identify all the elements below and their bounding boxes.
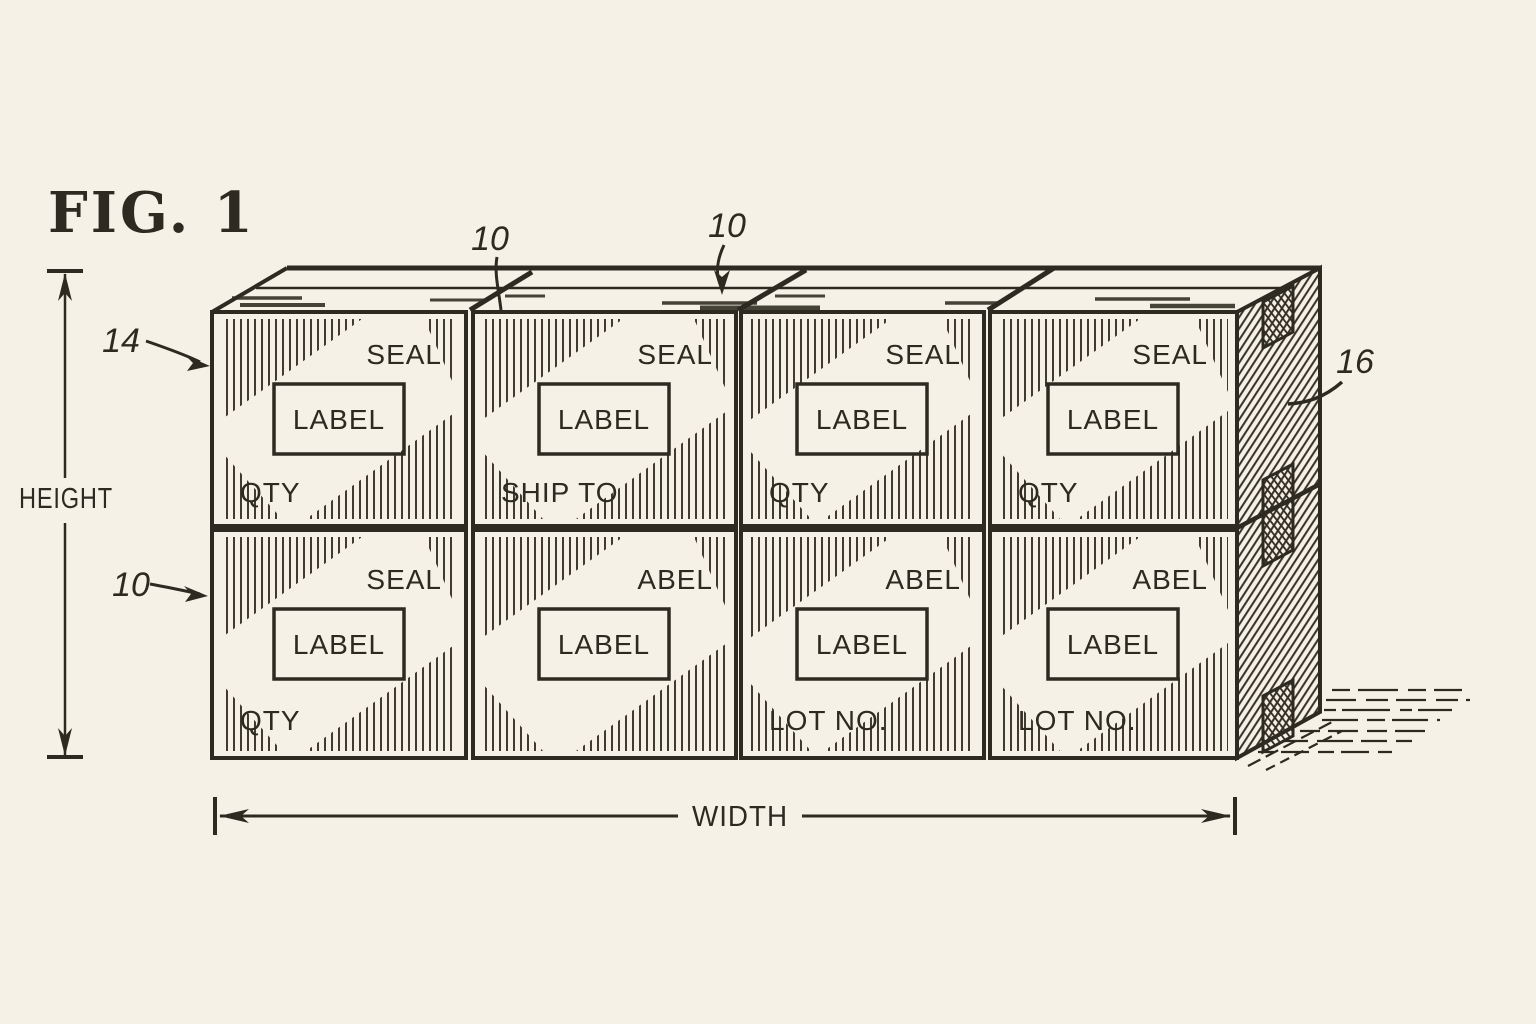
ref-number: 16 bbox=[1336, 343, 1374, 381]
stack-side-face bbox=[1235, 264, 1322, 762]
box-top-text: SEAL bbox=[1132, 339, 1208, 370]
label-box bbox=[795, 382, 929, 456]
corner-hatch bbox=[482, 537, 727, 751]
box-top-text: SEAL bbox=[637, 339, 713, 370]
ref-10-top-mid: 10 bbox=[708, 207, 746, 295]
box-top-text: ABEL bbox=[1132, 564, 1208, 595]
box-center-text: LABEL bbox=[558, 629, 650, 660]
stack-top-face bbox=[210, 265, 1320, 314]
box-grid: SEAL LABEL QTY SEAL LABEL SHIP TO bbox=[210, 310, 1239, 760]
corner-hatch bbox=[750, 319, 975, 519]
box-center-text: LABEL bbox=[1067, 629, 1159, 660]
box-r2c1: SEAL LABEL QTY bbox=[210, 528, 468, 760]
corner-hatch bbox=[750, 537, 975, 751]
figure-title: FIG. 1 bbox=[48, 180, 256, 246]
label-box bbox=[795, 607, 929, 681]
label-box bbox=[1046, 607, 1180, 681]
corner-hatch bbox=[221, 319, 457, 519]
box-r2c3: ABEL LABEL LOT NO. bbox=[739, 528, 986, 760]
box-center-text: LABEL bbox=[293, 629, 385, 660]
arrowhead-down-icon bbox=[58, 728, 72, 756]
box-top-text: ABEL bbox=[637, 564, 713, 595]
arrowhead-right-icon bbox=[185, 355, 210, 371]
reference-leaders: 10 10 14 10 16 bbox=[102, 207, 1374, 604]
label-box bbox=[537, 607, 671, 681]
box-center-text: LABEL bbox=[816, 629, 908, 660]
top-face-shading bbox=[232, 294, 1235, 311]
box-top-text: ABEL bbox=[885, 564, 961, 595]
box-top-text: SEAL bbox=[885, 339, 961, 370]
label-box bbox=[272, 382, 406, 456]
box-bottom-text: QTY bbox=[1018, 477, 1079, 508]
side-tape-patches bbox=[1261, 283, 1295, 755]
box-r1c3: SEAL LABEL QTY bbox=[739, 310, 986, 528]
box-top-text: SEAL bbox=[366, 339, 442, 370]
ref-16-side: 16 bbox=[1287, 343, 1374, 406]
height-label: HEIGHT bbox=[19, 483, 113, 515]
box-center-text: LABEL bbox=[293, 404, 385, 435]
box-r2c4: ABEL LABEL LOT NO. bbox=[988, 528, 1239, 760]
box-center-text: LABEL bbox=[1067, 404, 1159, 435]
ground-shadow bbox=[1247, 688, 1470, 771]
arrowhead-right-icon bbox=[1201, 809, 1231, 823]
box-center-text: LABEL bbox=[558, 404, 650, 435]
ref-14-corner: 14 bbox=[102, 322, 210, 371]
box-center-text: LABEL bbox=[816, 404, 908, 435]
width-label: WIDTH bbox=[692, 801, 788, 833]
width-dimension: WIDTH bbox=[213, 797, 1237, 835]
box-r2c2: ABEL LABEL bbox=[471, 528, 738, 760]
box-bottom-text: QTY bbox=[769, 477, 830, 508]
box-bottom-text: QTY bbox=[240, 477, 301, 508]
arrowhead-up-icon bbox=[58, 273, 72, 301]
arrowhead-left-icon bbox=[219, 809, 249, 823]
box-bottom-text: LOT NO. bbox=[1018, 705, 1137, 736]
label-box bbox=[272, 607, 406, 681]
ref-number: 10 bbox=[471, 220, 509, 258]
box-r1c4: SEAL LABEL QTY bbox=[988, 310, 1239, 528]
box-top-text: SEAL bbox=[366, 564, 442, 595]
ref-number: 10 bbox=[708, 207, 746, 245]
arrowhead-right-icon bbox=[184, 586, 208, 602]
box-bottom-text: QTY bbox=[240, 705, 301, 736]
ref-10-top-left: 10 bbox=[471, 220, 509, 311]
corner-hatch bbox=[221, 537, 457, 751]
height-dimension: HEIGHT bbox=[19, 269, 113, 759]
corner-hatch bbox=[482, 319, 727, 519]
arrowhead-down-icon bbox=[714, 270, 730, 295]
box-r1c2: SEAL LABEL SHIP TO bbox=[471, 310, 738, 528]
ref-number: 10 bbox=[112, 566, 150, 604]
box-r1c1: SEAL LABEL QTY bbox=[210, 310, 468, 528]
box-bottom-text: SHIP TO bbox=[501, 477, 619, 508]
corner-hatch bbox=[999, 319, 1228, 519]
leader-line bbox=[494, 256, 503, 311]
label-box bbox=[537, 382, 671, 456]
ref-10-left-lower: 10 bbox=[112, 566, 208, 604]
box-bottom-text: LOT NO. bbox=[769, 705, 888, 736]
corner-hatch bbox=[999, 537, 1228, 751]
leader-line bbox=[1287, 380, 1344, 406]
ref-number: 14 bbox=[102, 322, 140, 360]
label-box bbox=[1046, 382, 1180, 456]
